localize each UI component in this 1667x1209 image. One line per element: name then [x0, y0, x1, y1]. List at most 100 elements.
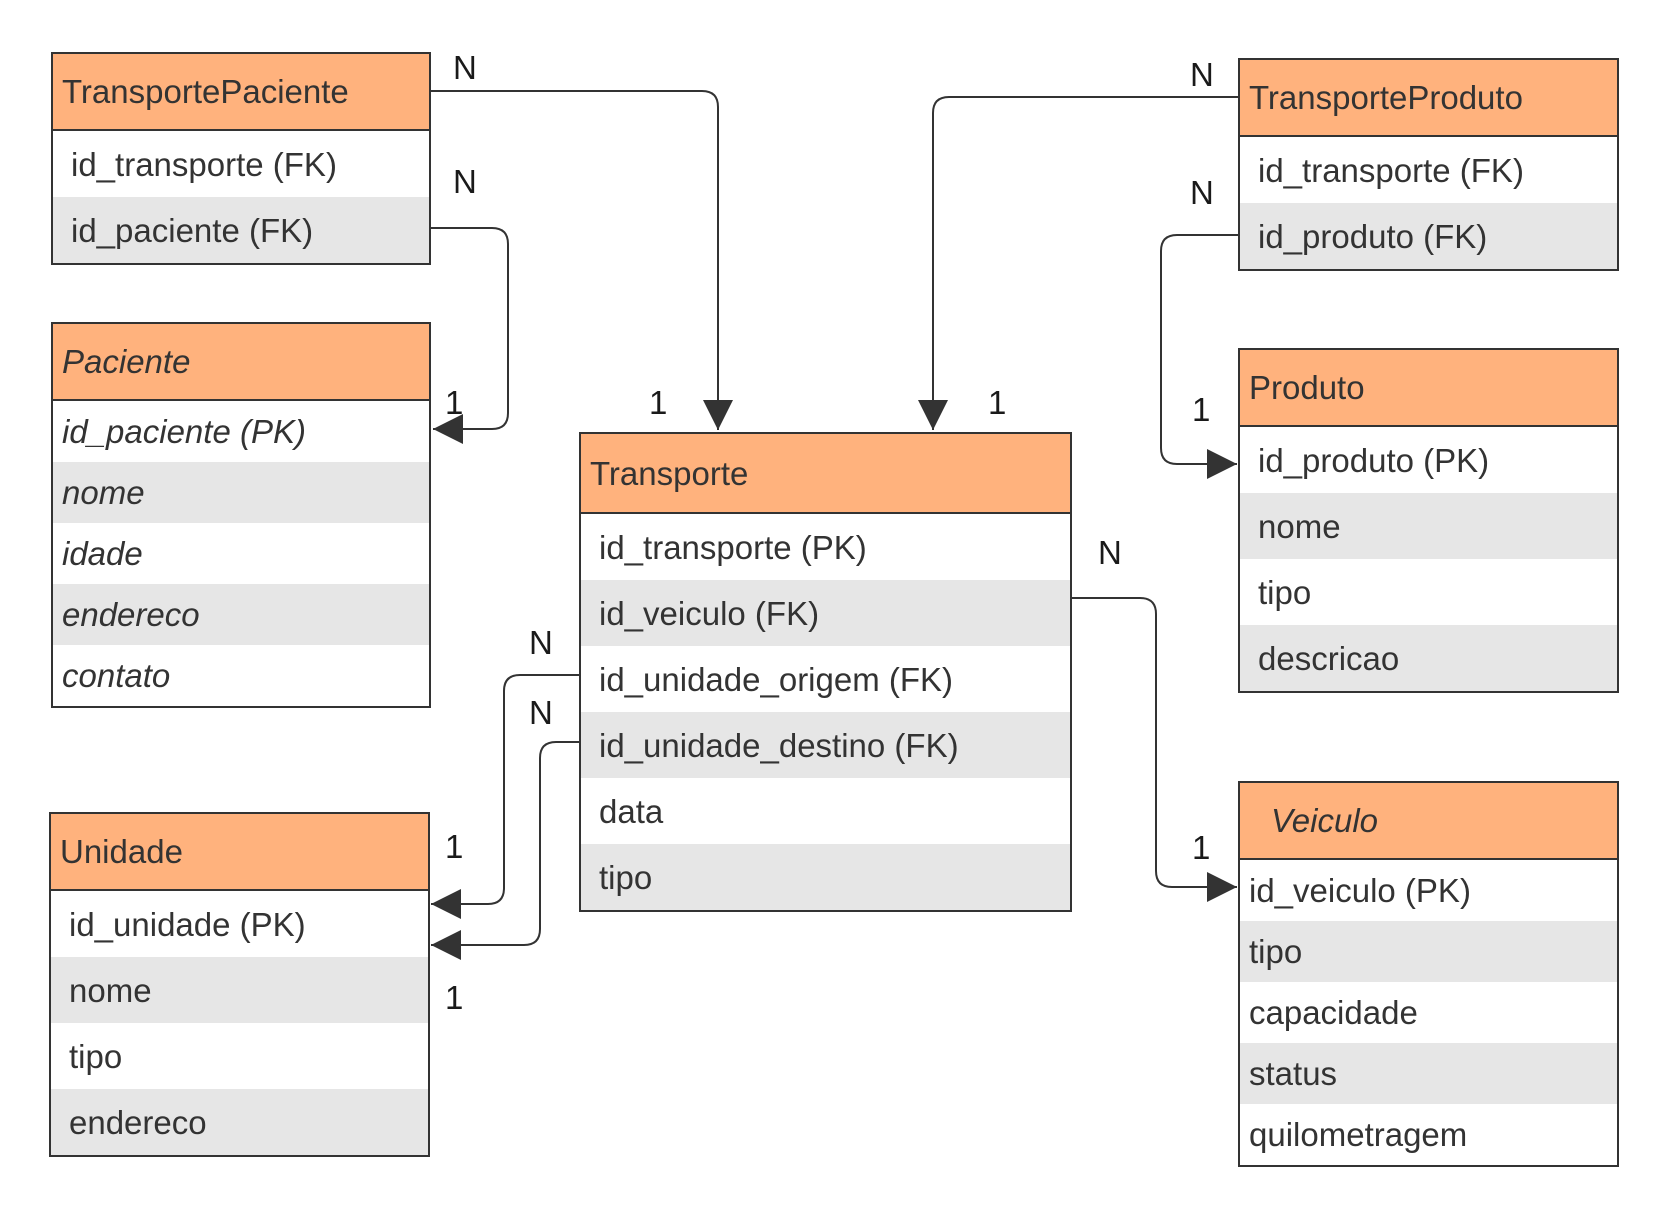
cardinality-label: 1 — [445, 384, 464, 421]
field-label: id_produto (PK) — [1258, 441, 1490, 479]
rel-transporteproduto-transporte — [918, 96, 1238, 430]
entity-paciente: Paciente id_paciente (PK) nome idade end… — [51, 322, 431, 708]
entity-name: TransporteProduto — [1249, 79, 1523, 116]
field-row: data — [581, 778, 1070, 844]
entity-name: Unidade — [60, 833, 183, 870]
entity-header: Transporte — [581, 434, 1070, 514]
field-label: id_unidade_origem (FK) — [599, 660, 954, 698]
field-row: tipo — [1240, 921, 1617, 982]
field-row: id_produto (FK) — [1240, 203, 1617, 269]
field-row: descricao — [1240, 625, 1617, 691]
field-label: quilometragem — [1249, 1116, 1468, 1153]
field-label: tipo — [599, 858, 653, 896]
entity-name: Veiculo — [1271, 802, 1379, 839]
entity-name: Transporte — [590, 454, 749, 492]
cardinality-label: N — [1098, 534, 1122, 571]
cardinality-label: N — [1190, 174, 1214, 211]
field-label: capacidade — [1249, 994, 1418, 1031]
field-row: contato — [53, 645, 429, 706]
field-label: id_transporte (PK) — [599, 528, 867, 566]
field-row: capacidade — [1240, 982, 1617, 1043]
entity-transporte-produto: TransporteProduto id_transporte (FK) id_… — [1238, 58, 1619, 271]
field-row: id_veiculo (FK) — [581, 580, 1070, 646]
entity-produto: Produto id_produto (PK) nome tipo descri… — [1238, 348, 1619, 693]
field-label: contato — [62, 657, 171, 694]
field-row: endereco — [53, 584, 429, 645]
field-label: id_transporte (FK) — [1258, 151, 1524, 189]
field-label: id_unidade_destino (FK) — [599, 726, 959, 764]
entity-unidade: Unidade id_unidade (PK) nome tipo endere… — [49, 812, 430, 1157]
cardinality-label: 1 — [445, 979, 464, 1016]
entity-header: Produto — [1240, 350, 1617, 427]
cardinality-label: N — [453, 163, 477, 200]
field-row: nome — [1240, 493, 1617, 559]
entity-header: TransportePaciente — [53, 54, 429, 131]
cardinality-label: N — [529, 694, 553, 731]
field-row: id_unidade_origem (FK) — [581, 646, 1070, 712]
field-label: tipo — [1258, 573, 1312, 611]
field-label: id_paciente (PK) — [62, 413, 306, 450]
field-label: descricao — [1258, 639, 1400, 677]
entity-transporte: Transporte id_transporte (PK) id_veiculo… — [579, 432, 1072, 912]
cardinality-label: 1 — [1192, 829, 1211, 866]
field-row: endereco — [51, 1089, 428, 1155]
field-label: id_transporte (FK) — [71, 145, 337, 183]
entity-header: TransporteProduto — [1240, 60, 1617, 137]
field-label: tipo — [69, 1037, 123, 1075]
cardinality-label: N — [453, 49, 477, 86]
field-label: endereco — [69, 1103, 207, 1141]
cardinality-label: 1 — [988, 384, 1007, 421]
field-label: tipo — [1249, 933, 1303, 970]
entity-name: TransportePaciente — [62, 73, 349, 110]
field-label: id_veiculo (PK) — [1249, 872, 1471, 909]
field-row: tipo — [51, 1023, 428, 1089]
rel-transportepaciente-transporte — [431, 90, 733, 430]
field-row: id_paciente (FK) — [53, 197, 429, 263]
cardinality-label: N — [529, 624, 553, 661]
cardinality-label: N — [1190, 56, 1214, 93]
entity-name: Produto — [1249, 369, 1365, 406]
entity-name: Paciente — [62, 343, 191, 380]
field-label: id_unidade (PK) — [69, 905, 306, 943]
field-row: id_transporte (FK) — [53, 131, 429, 197]
field-row: id_paciente (PK) — [53, 401, 429, 462]
field-label: idade — [62, 535, 143, 572]
field-label: nome — [69, 971, 152, 1009]
rel-transporteproduto-produto — [1160, 234, 1238, 479]
field-row: quilometragem — [1240, 1104, 1617, 1165]
field-row: id_transporte (PK) — [581, 514, 1070, 580]
rel-transporte-unidade-origem — [431, 674, 579, 919]
field-label: data — [599, 792, 664, 830]
field-label: id_veiculo (FK) — [599, 594, 820, 632]
cardinality-label: 1 — [1192, 391, 1211, 428]
field-label: nome — [62, 474, 145, 511]
field-row: id_veiculo (PK) — [1240, 860, 1617, 921]
cardinality-label: 1 — [649, 384, 668, 421]
entity-transporte-paciente: TransportePaciente id_transporte (FK) id… — [51, 52, 431, 265]
rel-transporte-veiculo — [1072, 597, 1237, 902]
entity-header: Unidade — [51, 814, 428, 891]
field-row: id_unidade_destino (FK) — [581, 712, 1070, 778]
entity-header: Paciente — [53, 324, 429, 401]
field-row: status — [1240, 1043, 1617, 1104]
entity-veiculo: Veiculo id_veiculo (PK) tipo capacidade … — [1238, 781, 1619, 1167]
field-row: idade — [53, 523, 429, 584]
field-row: tipo — [1240, 559, 1617, 625]
field-row: nome — [51, 957, 428, 1023]
field-label: nome — [1258, 507, 1341, 545]
field-row: tipo — [581, 844, 1070, 910]
cardinality-label: 1 — [445, 828, 464, 865]
field-label: endereco — [62, 596, 200, 633]
rel-transporte-unidade-destino — [431, 741, 579, 960]
rel-transportepaciente-paciente — [431, 227, 509, 444]
field-row: id_transporte (FK) — [1240, 137, 1617, 203]
field-label: id_produto (FK) — [1258, 217, 1488, 255]
field-label: id_paciente (FK) — [71, 211, 314, 249]
entity-header: Veiculo — [1240, 783, 1617, 860]
field-row: id_unidade (PK) — [51, 891, 428, 957]
field-row: id_produto (PK) — [1240, 427, 1617, 493]
field-row: nome — [53, 462, 429, 523]
field-label: status — [1249, 1055, 1338, 1092]
